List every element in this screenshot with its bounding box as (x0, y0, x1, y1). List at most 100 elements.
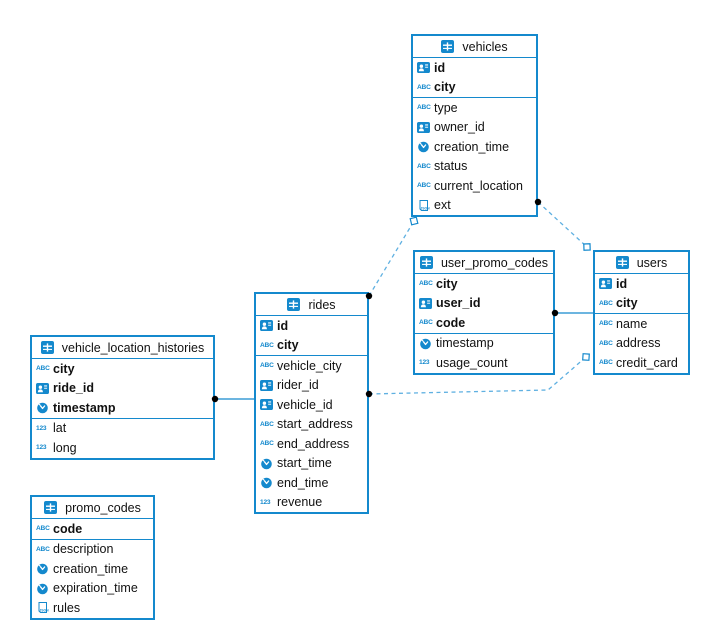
text-type-icon: ABC (260, 440, 274, 448)
text-type-icon: ABC (599, 299, 613, 307)
numeric-type-icon: 123 (419, 356, 436, 369)
column-name: user_id (436, 296, 481, 311)
column-row[interactable]: creation_time (413, 137, 536, 157)
column-row[interactable]: end_time (256, 473, 367, 493)
column-row[interactable]: expiration_time (32, 579, 153, 599)
text-type-icon: ABC (36, 365, 50, 373)
table-header[interactable]: user_promo_codes (415, 252, 553, 274)
table-header[interactable]: rides (256, 294, 367, 316)
text-type-icon: ABC (36, 543, 53, 556)
column-name: description (53, 542, 114, 557)
column-name: status (434, 159, 468, 174)
text-type-icon: ABC (417, 101, 434, 114)
column-row[interactable]: id (413, 58, 536, 78)
table-icon (287, 298, 304, 311)
text-type-icon: ABC (36, 362, 53, 375)
relation-diamond-endpoint (582, 353, 590, 361)
text-type-icon: ABC (419, 316, 436, 329)
column-row[interactable]: owner_id (413, 118, 536, 138)
time-type-icon (260, 457, 277, 470)
column-row[interactable]: creation_time (32, 559, 153, 579)
column-name: ext (434, 198, 451, 213)
column-row[interactable]: timestamp (32, 398, 213, 418)
uuid-type-icon (417, 61, 434, 74)
column-name: credit_card (616, 355, 678, 370)
column-row[interactable]: rider_id (256, 376, 367, 396)
text-type-icon: ABC (599, 356, 616, 369)
column-row[interactable]: id (256, 316, 367, 336)
text-type-icon: ABC (599, 317, 616, 330)
numeric-type-icon: 123 (36, 444, 47, 452)
numeric-type-icon: 123 (260, 498, 271, 506)
table-title: users (636, 255, 668, 270)
column-name: city (616, 296, 638, 311)
numeric-type-icon: 123 (36, 422, 53, 435)
text-type-icon: ABC (260, 339, 277, 352)
column-row[interactable]: start_time (256, 454, 367, 474)
column-name: address (616, 336, 661, 351)
table-icon (419, 256, 437, 269)
column-name: usage_count (436, 355, 508, 370)
table-header[interactable]: users (595, 252, 688, 274)
uuid-type-icon (419, 297, 436, 310)
column-name: creation_time (53, 561, 129, 576)
column-row[interactable]: user_id (415, 294, 553, 314)
column-name: type (434, 100, 458, 115)
relation-rides-vehicles[interactable] (365, 216, 419, 300)
text-type-icon: ABC (417, 162, 431, 170)
column-name: current_location (434, 178, 523, 193)
column-row[interactable]: id (595, 274, 688, 294)
relation-vehicles-users[interactable] (534, 198, 591, 251)
column-name: city (277, 338, 299, 353)
column-row[interactable]: timestamp (415, 334, 553, 354)
text-type-icon: ABC (599, 297, 616, 310)
column-name: end_time (277, 475, 329, 490)
column-row[interactable]: vehicle_id (256, 395, 367, 415)
column-row[interactable]: ride_id (32, 379, 213, 399)
time-type-icon (260, 476, 277, 489)
column-name: vehicle_id (277, 397, 333, 412)
numeric-type-icon: 123 (36, 441, 53, 454)
text-type-icon: ABC (260, 418, 277, 431)
table-header[interactable]: vehicle_location_histories (32, 337, 213, 359)
table-header[interactable]: vehicles (413, 36, 536, 58)
relation-user_promo_codes-users[interactable] (551, 309, 593, 317)
table-header[interactable]: promo_codes (32, 497, 153, 519)
time-type-icon (417, 140, 434, 153)
uuid-type-icon (599, 277, 616, 290)
relation-vehicle_location_histories-rides[interactable] (211, 395, 254, 403)
